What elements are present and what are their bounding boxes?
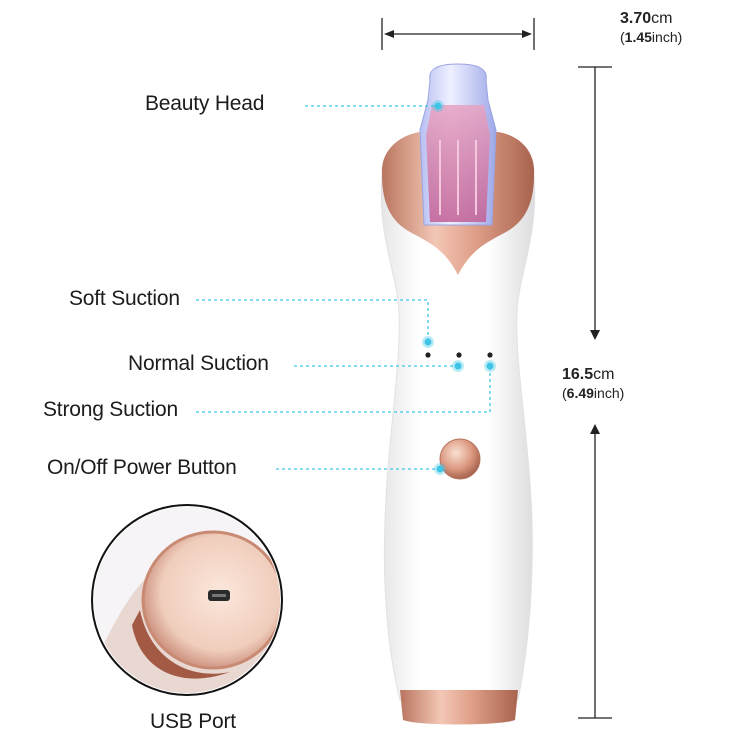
usb-port-label: USB Port: [150, 710, 236, 733]
height-dimension-arrow: [578, 66, 612, 719]
power-button[interactable]: [439, 438, 481, 480]
width-value: 3.70: [620, 10, 652, 27]
height-unit: cm: [593, 366, 615, 383]
height-alt-value: 6.49: [566, 385, 594, 401]
height-value: 16.5: [562, 366, 594, 383]
height-alt-unit: inch: [593, 385, 620, 401]
width-dimension-label: 3.70cm (1.45inch): [620, 10, 683, 45]
power-button-label: On/Off Power Button: [47, 456, 237, 479]
width-alt-value: 1.45: [624, 29, 652, 45]
width-alt-unit: inch: [651, 29, 678, 45]
width-dimension-arrow: [381, 18, 535, 50]
normal-suction-indicator: [456, 352, 462, 358]
callout-lines: [196, 105, 491, 470]
soft-suction-indicator: [425, 352, 431, 358]
callout-dots: [422, 100, 496, 475]
width-unit: cm: [651, 10, 673, 27]
strong-suction-label: Strong Suction: [43, 398, 178, 421]
height-dimension-label: 16.5cm (6.49inch): [562, 366, 625, 401]
device-body: [380, 132, 536, 725]
normal-suction-label: Normal Suction: [128, 352, 269, 375]
strong-suction-indicator: [487, 352, 493, 358]
usb-port-inset: [91, 504, 283, 696]
soft-suction-label: Soft Suction: [69, 287, 180, 310]
beauty-head: [419, 63, 497, 226]
beauty-head-label: Beauty Head: [145, 92, 265, 115]
